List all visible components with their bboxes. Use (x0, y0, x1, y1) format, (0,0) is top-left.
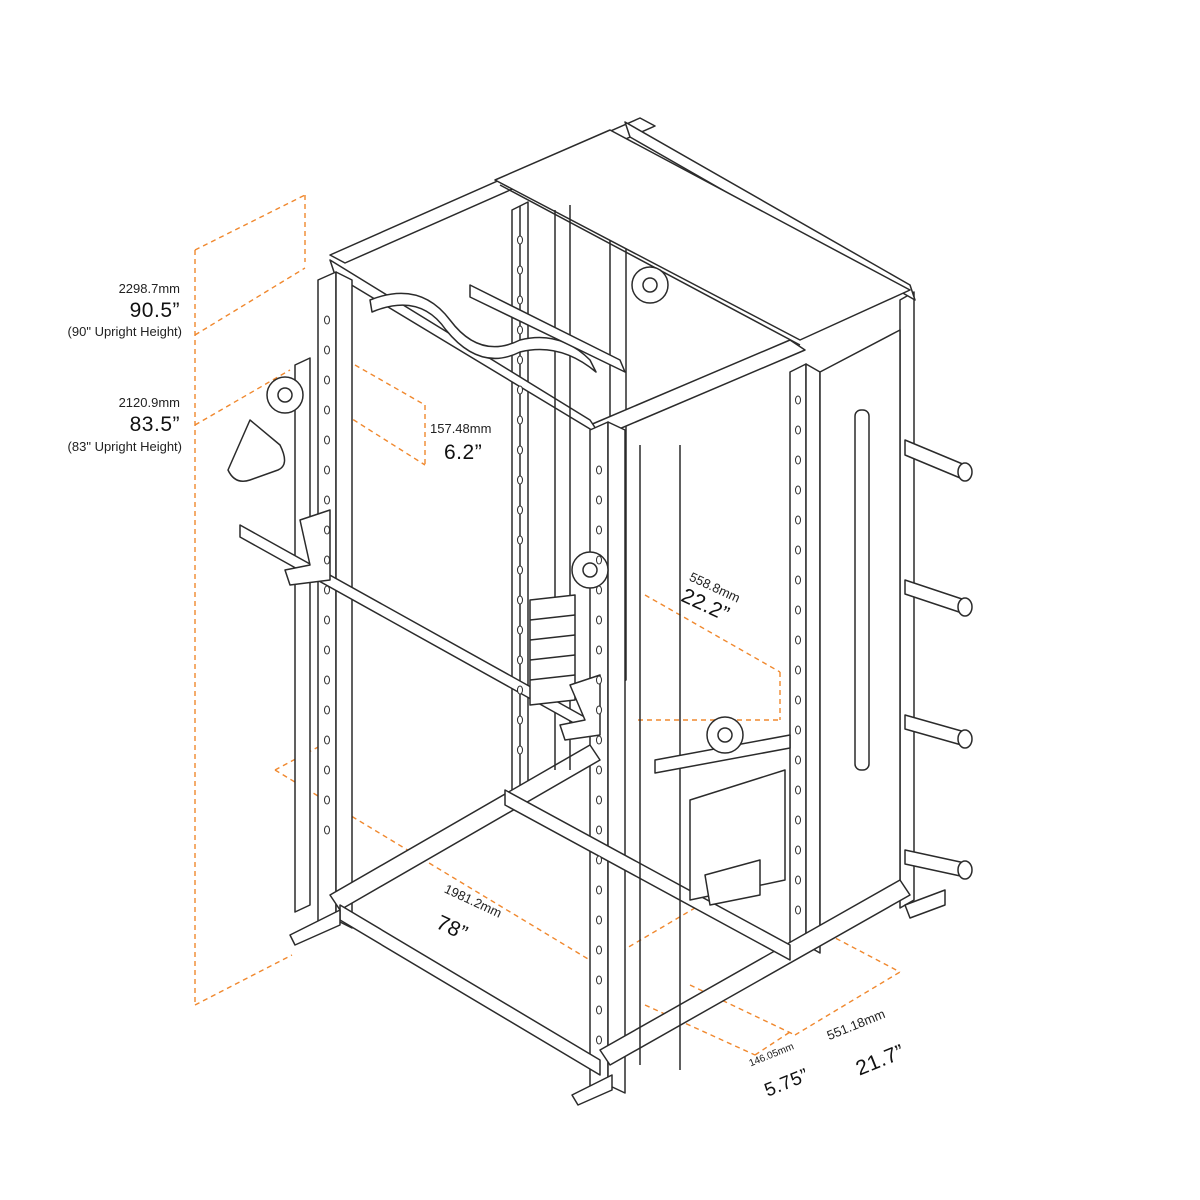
upright-90-inch-label: 90.5” (129, 299, 180, 322)
rack-frame (227, 117, 973, 1106)
hole-spacing-inch-label: 6.2” (444, 441, 483, 464)
upright-90-note: (90" Upright Height) (67, 324, 182, 339)
upright-holes (324, 235, 801, 1045)
upright-90-mm-label: 2298.7mm (118, 281, 180, 296)
upright-83-note: (83" Upright Height) (67, 439, 182, 454)
upright-83-inch-label: 83.5” (129, 413, 180, 436)
hole-spacing-mm-label: 157.48mm (430, 421, 492, 436)
upright-83-mm-label: 2120.9mm (118, 395, 180, 410)
